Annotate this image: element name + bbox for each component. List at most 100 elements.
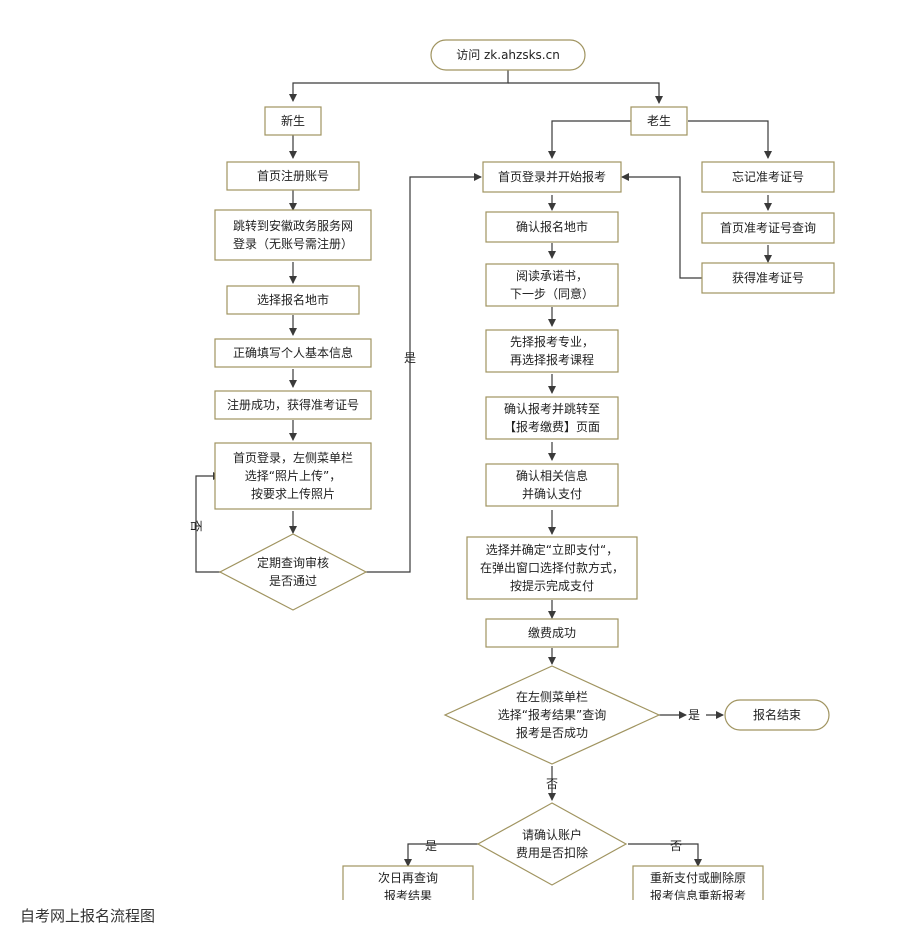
node-upload-text: 首页登录，左侧菜单栏 <box>233 450 353 465</box>
node-city_r-text: 确认报名地市 <box>516 219 588 234</box>
edge-label-no: 否 <box>670 839 682 853</box>
connector-arrow <box>621 173 702 279</box>
node-ok-text: 注册成功，获得准考证号 <box>227 397 359 412</box>
node-end-text: 报名结束 <box>753 707 801 722</box>
node-promise-text: 下一步（同意） <box>510 286 594 301</box>
figure-caption: 自考网上报名流程图 <box>20 907 156 925</box>
node-start: 访问 zk.ahzsks.cn <box>430 39 586 71</box>
node-promise-text: 阅读承诺书， <box>516 269 588 283</box>
node-login-text: 首页登录并开始报考 <box>498 169 606 184</box>
node-old-rect <box>630 106 688 136</box>
node-end-pill <box>724 699 830 731</box>
node-old-text: 老生 <box>647 114 671 128</box>
node-upload-text: 按要求上传照片 <box>251 486 335 501</box>
node-confirm-text: 【报考缴费】页面 <box>504 419 600 434</box>
node-confirm-rect <box>485 396 619 440</box>
node-upload-rect <box>214 442 372 510</box>
connector-arrow <box>548 120 659 159</box>
node-promise: 阅读承诺书， 下一步（同意） <box>485 263 619 307</box>
node-major: 先择报考专业，再选择报考课程 <box>485 329 619 373</box>
node-deduct-diamond <box>476 802 628 886</box>
node-fill-rect <box>214 338 372 368</box>
node-major-text: 再选择报考课程 <box>510 352 594 367</box>
node-check-text: 选择“报考结果”查询 <box>498 707 606 722</box>
node-review-diamond <box>218 533 368 611</box>
node-city_r: 确认报名地市 <box>485 211 619 243</box>
connector-arrow <box>508 82 663 104</box>
node-deduct-text: 费用是否扣除 <box>516 845 588 860</box>
connector-arrow <box>195 472 222 573</box>
node-repay-rect <box>632 865 764 900</box>
node-get-rect <box>701 262 835 294</box>
node-old: 老生 <box>630 106 688 136</box>
edge-label-yes: 是 <box>404 351 416 365</box>
node-deduct-text: 请确认账户 <box>522 827 582 842</box>
node-review-text: 是否通过 <box>269 574 317 588</box>
node-city_l-text: 选择报名地市 <box>257 292 329 307</box>
node-new-rect <box>264 106 322 136</box>
node-login: 首页登录并开始报考 <box>482 161 622 193</box>
node-reg: 首页注册账号 <box>226 161 360 191</box>
node-paid-rect <box>485 618 619 648</box>
node-city_r-rect <box>485 211 619 243</box>
node-forgot-text: 忘记准考证号 <box>732 169 804 184</box>
node-fill-text: 正确填写个人基本信息 <box>233 345 353 360</box>
node-check-text: 在左侧菜单栏 <box>516 689 588 704</box>
node-confirm: 确认报考并跳转至【报考缴费】页面 <box>485 396 619 440</box>
node-check-diamond <box>443 665 661 765</box>
node-query: 首页准考证号查询 <box>701 212 835 244</box>
connector-arrow <box>289 70 509 102</box>
node-query-text: 首页准考证号查询 <box>720 221 816 235</box>
node-city_l-rect <box>226 285 360 315</box>
edge-label-yes: 是 <box>425 839 437 853</box>
node-new-text: 新生 <box>281 113 305 128</box>
node-next_day-rect <box>342 865 474 900</box>
node-ok-rect <box>214 390 372 420</box>
node-reg-rect <box>226 161 360 191</box>
node-info-rect <box>485 463 619 507</box>
node-pay: 选择并确定“立即支付“， 在弹出窗口选择付款方式， 按提示完成支付 <box>466 536 638 600</box>
node-next_day-text: 报考结果 <box>384 888 432 900</box>
node-next_day-text: 次日再查询 <box>378 871 438 885</box>
node-city_l: 选择报名地市 <box>226 285 360 315</box>
edge-label-yes: 是 <box>688 708 700 722</box>
node-paid-text: 缴费成功 <box>528 625 576 640</box>
node-forgot: 忘记准考证号 <box>701 161 835 193</box>
node-jump-text: 跳转到安徽政务服务网 <box>233 218 353 233</box>
node-fill: 正确填写个人基本信息 <box>214 338 372 368</box>
node-start-pill <box>430 39 586 71</box>
node-check-text: 报考是否成功 <box>516 725 588 740</box>
node-ok: 注册成功，获得准考证号 <box>214 390 372 420</box>
flowchart-diagram: 访问 zk.ahzsks.cn 新生 老生首页注册账号跳转到安徽政务服务网登录（无账… <box>189 39 835 900</box>
node-end: 报名结束 <box>724 699 830 731</box>
connector-arrow <box>404 843 480 867</box>
connector-arrow <box>688 120 772 159</box>
edge-label-no: 否 <box>546 777 558 791</box>
node-promise-rect <box>485 263 619 307</box>
node-get-text: 获得准考证号 <box>732 270 804 285</box>
node-repay-text: 报考信息重新报考 <box>650 888 746 900</box>
node-login-rect <box>482 161 622 193</box>
node-info-text: 并确认支付 <box>522 487 582 501</box>
node-jump-rect <box>214 209 372 261</box>
node-pay-rect <box>466 536 638 600</box>
connector-arrow <box>628 843 702 867</box>
node-upload-text: 选择“照片上传”， <box>245 468 341 483</box>
node-confirm-text: 确认报考并跳转至 <box>504 401 600 416</box>
node-query-rect <box>701 212 835 244</box>
node-pay-text: 在弹出窗口选择付款方式， <box>480 560 624 575</box>
node-pay-text: 选择并确定“立即支付“， <box>486 542 618 557</box>
node-major-rect <box>485 329 619 373</box>
node-new: 新生 <box>264 106 322 136</box>
node-start-text: 访问 zk.ahzsks.cn <box>456 48 560 62</box>
node-pay-text: 按提示完成支付 <box>510 578 594 593</box>
node-reg-text: 首页注册账号 <box>257 168 329 183</box>
